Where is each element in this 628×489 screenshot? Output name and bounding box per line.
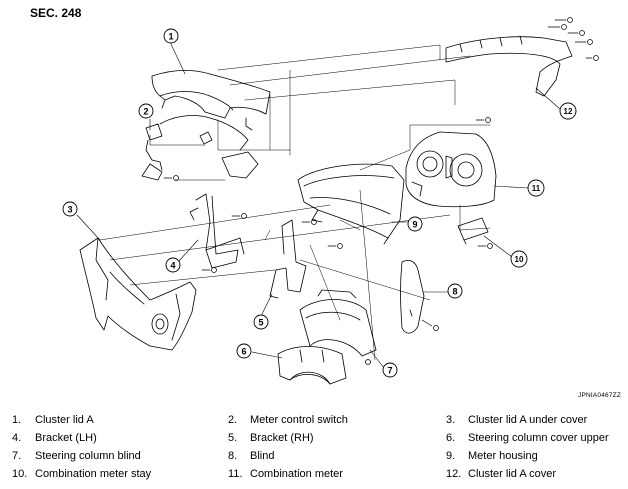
svg-text:5: 5 xyxy=(258,318,263,328)
callouts: 1 2 3 4 5 6 7 8 9 10 11 12 xyxy=(62,28,577,378)
callout-12: 12 xyxy=(559,102,577,120)
svg-text:8: 8 xyxy=(452,287,457,297)
svg-text:6: 6 xyxy=(241,347,246,357)
screw xyxy=(574,39,593,45)
part-knee-pad-piece xyxy=(221,151,259,179)
parts-legend: 1.Cluster lid A 2.Meter control switch 3… xyxy=(12,414,609,480)
callout-5: 5 xyxy=(253,314,269,330)
reference-code: JPNIA0467ZZ xyxy=(578,392,622,399)
part-steering-column-cover-upper xyxy=(277,346,347,385)
part-cluster-lid-a xyxy=(151,70,271,131)
part-combination-meter-stay xyxy=(457,217,489,245)
svg-text:2: 2 xyxy=(143,107,148,117)
part-steering-column-blind xyxy=(299,289,377,365)
svg-text:11: 11 xyxy=(532,184,541,193)
callout-3: 3 xyxy=(62,201,78,217)
svg-text:4: 4 xyxy=(170,261,175,271)
screw xyxy=(163,175,179,181)
screw xyxy=(547,24,567,30)
callout-1: 1 xyxy=(163,28,179,44)
screw xyxy=(554,17,573,23)
svg-text:7: 7 xyxy=(387,366,392,376)
svg-text:9: 9 xyxy=(412,220,417,230)
svg-text:10: 10 xyxy=(515,255,524,264)
screw xyxy=(301,219,317,225)
svg-text:1: 1 xyxy=(168,32,173,42)
screw xyxy=(231,213,247,219)
callout-8: 8 xyxy=(447,283,463,299)
part-bracket-rh xyxy=(269,219,307,299)
callout-11: 11 xyxy=(527,179,545,197)
part-meter-control-switch xyxy=(141,115,249,181)
callout-2: 2 xyxy=(138,103,154,119)
screw xyxy=(201,267,217,273)
callout-10: 10 xyxy=(510,250,528,268)
svg-text:12: 12 xyxy=(564,107,573,116)
fasteners xyxy=(163,17,599,331)
leader-lines xyxy=(76,43,561,369)
callout-7: 7 xyxy=(382,362,398,378)
callout-9: 9 xyxy=(407,216,423,232)
assembly-guide-lines xyxy=(99,44,491,361)
exploded-diagram: 1 2 3 4 5 6 7 8 9 10 11 12 xyxy=(62,17,599,385)
section-title: SEC. 248 xyxy=(30,6,82,20)
callout-6: 6 xyxy=(236,343,252,359)
svg-text:3: 3 xyxy=(67,205,72,215)
screw xyxy=(585,55,599,61)
screw xyxy=(477,243,493,249)
part-bracket-lh xyxy=(189,193,245,269)
screw xyxy=(567,30,585,36)
screw xyxy=(421,319,439,331)
part-cluster-lid-a-under-cover xyxy=(79,237,197,351)
part-blind xyxy=(400,260,425,334)
screw xyxy=(327,243,343,249)
part-combination-meter xyxy=(405,131,497,208)
screw xyxy=(475,117,491,123)
part-meter-housing xyxy=(297,163,405,245)
callout-4: 4 xyxy=(165,257,181,273)
part-cluster-lid-a-cover xyxy=(445,35,573,97)
